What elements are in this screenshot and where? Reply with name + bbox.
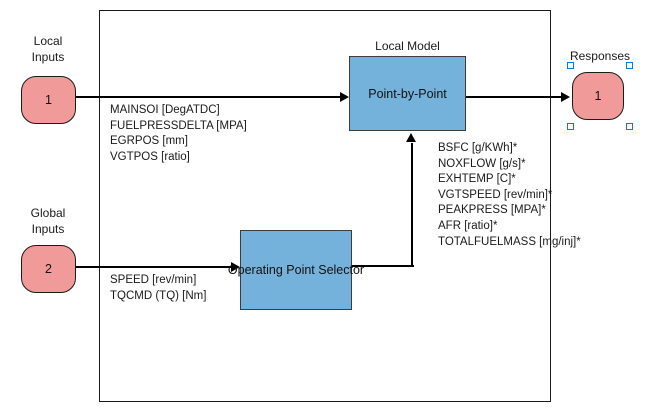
operating-point-selector-block[interactable]: Operating Point Selector: [228, 230, 364, 310]
arrowhead-responses-input: [561, 92, 570, 102]
subsystem-boundary: [99, 10, 551, 402]
responses-port[interactable]: 1: [572, 72, 624, 120]
signal-item: TQCMD (TQ) [Nm]: [110, 289, 207, 302]
local-inputs-caption: Local Inputs: [8, 33, 88, 65]
responses-caption-text: Responses: [569, 49, 631, 63]
operating-point-selector-label: Operating Point Selector: [227, 263, 365, 277]
signal-item: BSFC [g/KWh]*: [438, 142, 518, 154]
local-inputs-signal-list: MAINSOI [DegATDC] FUELPRESSDELTA [MPA] E…: [110, 103, 247, 165]
signal-item: AFR [ratio]*: [438, 219, 498, 232]
signal-item: EGRPOS [mm]: [110, 135, 188, 148]
local-inputs-caption-line1: Local: [33, 34, 63, 48]
responses-caption: Responses: [558, 48, 642, 64]
selection-handle-bottom-right[interactable]: [626, 123, 633, 130]
signal-item: PEAKPRESS [MPA]*: [438, 204, 546, 217]
signal-item: SPEED [rev/min]: [110, 274, 197, 286]
signal-item: TOTALFUELMASS [mg/inj]*: [438, 235, 581, 248]
local-inputs-caption-line2: Inputs: [31, 50, 65, 64]
wire-local-inputs-to-local-model[interactable]: [76, 96, 342, 99]
signal-item: MAINSOI [DegATDC]: [110, 104, 220, 116]
signal-item: EXHTEMP [C]*: [438, 173, 516, 186]
local-inputs-port[interactable]: 1: [21, 76, 76, 124]
arrowhead-selector-input: [231, 262, 240, 272]
selection-handle-top-left[interactable]: [567, 62, 574, 69]
arrowhead-local-model-bottom-input: [406, 133, 416, 142]
wire-selector-to-local-model-vertical[interactable]: [411, 143, 414, 267]
signal-item: VGTSPEED [rev/min]*: [438, 188, 553, 201]
local-model-caption-text: Local Model: [375, 39, 440, 53]
global-inputs-signal-list: SPEED [rev/min] TQCMD (TQ) [Nm]: [110, 273, 206, 304]
responses-port-number: 1: [594, 89, 602, 103]
signal-item: VGTPOS [ratio]: [110, 150, 190, 163]
global-inputs-caption-line2: Inputs: [31, 222, 65, 236]
local-inputs-port-number: 1: [45, 93, 52, 107]
local-model-caption: Local Model: [349, 38, 466, 54]
global-inputs-caption: Global Inputs: [8, 205, 88, 237]
local-model-block-label: Point-by-Point: [368, 86, 447, 101]
responses-signal-list: BSFC [g/KWh]* NOXFLOW [g/s]* EXHTEMP [C]…: [438, 141, 581, 250]
local-model-block[interactable]: Point-by-Point: [349, 56, 466, 131]
selection-handle-top-right[interactable]: [626, 62, 633, 69]
signal-item: FUELPRESSDELTA [MPA]: [110, 119, 247, 132]
global-inputs-caption-line1: Global: [30, 206, 66, 220]
selection-handle-bottom-left[interactable]: [567, 123, 574, 130]
global-inputs-port[interactable]: 2: [21, 245, 76, 293]
wire-global-inputs-to-selector[interactable]: [76, 266, 233, 269]
arrowhead-local-model-input: [340, 92, 349, 102]
wire-selector-to-local-model-horizontal[interactable]: [352, 265, 414, 268]
wire-local-model-to-responses[interactable]: [466, 96, 564, 99]
signal-item: NOXFLOW [g/s]*: [438, 157, 526, 170]
global-inputs-port-number: 2: [45, 262, 52, 276]
